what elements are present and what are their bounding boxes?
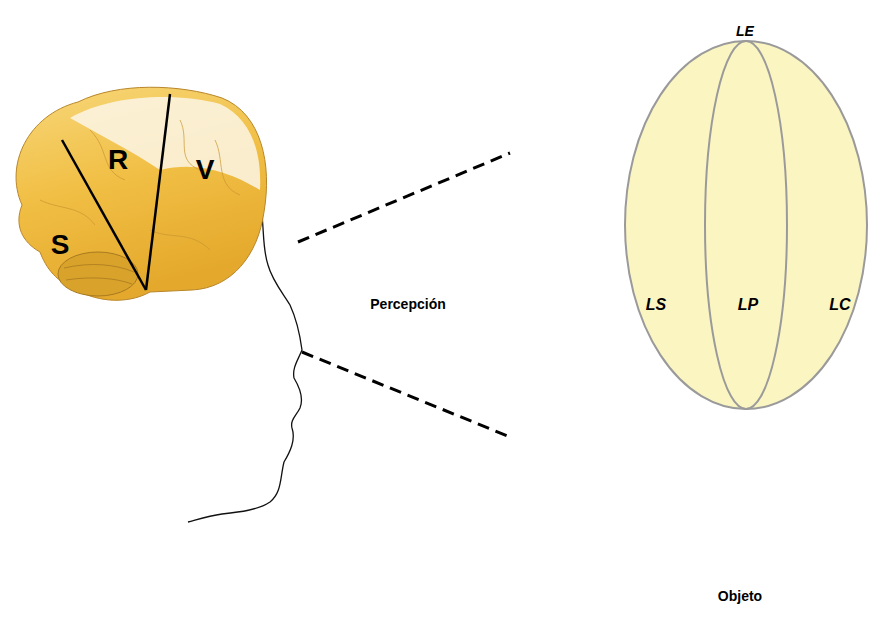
perception-line (302, 352, 510, 437)
annotation-label: Objeto (718, 589, 762, 604)
ellipse-outline (704, 40, 788, 410)
lens-region: LP (704, 40, 788, 410)
division-line (62, 140, 146, 290)
brain-region-label: V (196, 155, 215, 186)
brain-region-label: S (51, 230, 70, 261)
brain-shape (16, 87, 267, 300)
annotation-label: LE (736, 24, 754, 39)
cerebellum-folds (64, 265, 134, 284)
annotation-label: Percepción (370, 297, 445, 312)
region-label: LS (646, 296, 666, 314)
ellipse-outline (624, 40, 868, 410)
brain-folds (40, 120, 240, 250)
region-label: LC (829, 296, 850, 314)
cerebellum (58, 252, 138, 296)
perception-line (298, 153, 510, 242)
ellipse-shape (625, 41, 867, 409)
region-label: LP (738, 296, 758, 314)
brain-region-label: R (108, 145, 128, 176)
division-line (146, 94, 170, 290)
ellipse-shape (705, 41, 787, 409)
ellipse-region: LS LC LP (624, 40, 868, 410)
